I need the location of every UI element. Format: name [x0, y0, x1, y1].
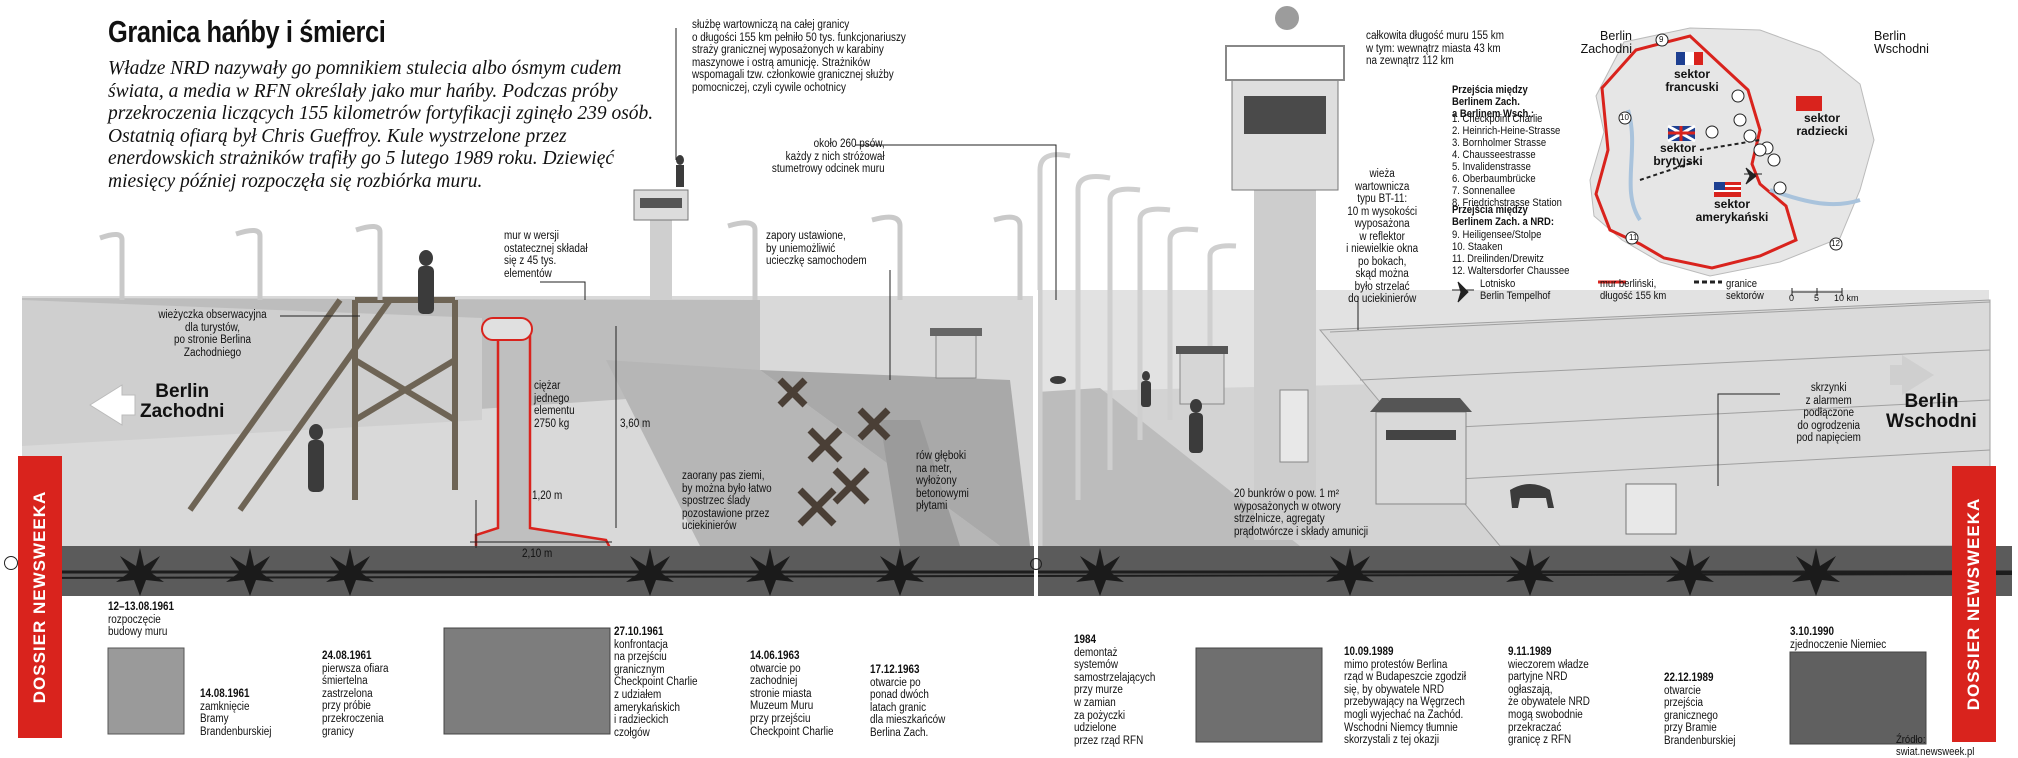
lamps-right [1037, 152, 1237, 546]
label-plowed-strip: zaorany pas ziemi, by można było łatwo s… [682, 470, 772, 532]
scale-0: 0 [1789, 293, 1795, 303]
dimension-lines [470, 326, 617, 548]
berlin-map [1589, 27, 1875, 277]
crossings-west-title: Przejścia między Berlinem Zach. a Berlin… [1452, 84, 1535, 120]
map-label-west: Berlin Zachodni [1580, 29, 1632, 56]
crossings-west-list: 1. Checkpoint Charlie 2. Heinrich-Heine-… [1452, 113, 1581, 209]
observation-platform [187, 297, 458, 512]
crossing-item: 11. Dreilinden/Drewitz [1452, 253, 1544, 265]
label-car-barriers: zapory ustawione, by uniemożliwić uciecz… [766, 230, 867, 267]
source-credit: Źródło: swiat.newsweek.pl [1896, 734, 1975, 758]
photo-1989-trains [1195, 647, 1323, 743]
people-right [1050, 371, 1554, 508]
crossing-item: 6. Oberbaumbrücke [1452, 173, 1536, 185]
crossing-item: 8. Friedrichstrasse Station [1452, 197, 1562, 209]
label-guards: służbę wartowniczą na całej granicy o dł… [692, 19, 906, 94]
bt11-tower [1225, 6, 1345, 540]
intro-text: Władze NRD nazywały go pomnikiem stuleci… [108, 58, 654, 192]
crossing-item: 10. Staaken [1452, 241, 1503, 253]
map-marker: 12 [1831, 239, 1840, 248]
label-alarm-boxes: skrzynki z alarmem podłączone do ogrodze… [1796, 382, 1861, 444]
map-sector-british: sektor brytyjski [1653, 141, 1703, 168]
crossing-item: 2. Heinrich-Heine-Strasse [1452, 125, 1561, 137]
label-dogs: około 260 psów, każdy z nich stróżował s… [771, 138, 885, 175]
arrow-east [1890, 355, 1934, 395]
ditch [880, 420, 960, 546]
bunker [1370, 398, 1472, 505]
crossing-item: 3. Bornholmer Strasse [1452, 137, 1547, 149]
label-element-weight: ciężar jednego elementu 2750 kg [534, 380, 575, 430]
alarm-box [1625, 483, 1677, 535]
photo-1990-celebration [1789, 651, 1927, 745]
label-total-length: całkowita długość muru 155 km w tym: wew… [1366, 30, 1504, 67]
barbed-knots [116, 548, 1840, 596]
scale-5: 5 [1814, 293, 1820, 303]
map-marker: 9 [1659, 35, 1664, 44]
legend-borders: granice sektorów [1726, 278, 1764, 302]
dossier-badge-left: DOSSIER NEWSWEEKA [18, 456, 62, 738]
crossing-item: 1. Checkpoint Charlie [1452, 113, 1543, 125]
crossing-item: 12. Waltersdorfer Chaussee [1452, 265, 1570, 277]
label-berlin-east: Berlin Wschodni [1886, 391, 1977, 432]
crossings-nrd-title: Przejścia między Berlinem Zach. a NRD: [1452, 204, 1554, 228]
legend-airport: Lotnisko Berlin Tempelhof [1480, 278, 1551, 302]
crossing-item: 5. Invalidenstrasse [1452, 161, 1531, 173]
registration-mark-left [4, 556, 18, 570]
small-watchtower-left [633, 189, 689, 300]
label-total-width: 2,10 m [522, 548, 553, 560]
label-height: 3,60 m [620, 418, 651, 430]
label-ditch: rów głęboki na metr, wyłożony betonowymi… [916, 450, 969, 512]
label-watchtower: wieża wartownicza typu BT-11: 10 m wysok… [1346, 168, 1419, 305]
crossing-item: 7. Sonnenallee [1452, 185, 1516, 197]
patrol-road [1037, 388, 1300, 546]
legend-wall: mur berliński, długość 155 km [1600, 278, 1667, 302]
map-sector-french: sektor francuski [1665, 67, 1719, 94]
page-title: Granica hańby i śmierci [108, 14, 386, 49]
dossier-badge-right: DOSSIER NEWSWEEKA [1952, 466, 1996, 742]
photo-checkpoint-charlie [443, 627, 611, 735]
label-wall-version: mur w wersji ostatecznej składał się z 4… [504, 230, 588, 280]
crossing-item: 9. Heiligensee/Stolpe [1452, 229, 1542, 241]
label-observation-tower: wieżyczka obserwacyjna dla turystów, po … [158, 309, 267, 359]
airport-icon [1452, 281, 1474, 303]
map-sector-american: sektor amerykański [1695, 197, 1769, 224]
map-scale [1791, 288, 1843, 296]
map-label-east: Berlin Wschodni [1874, 29, 1929, 56]
map-marker: 10 [1620, 113, 1629, 122]
tank-traps [777, 377, 891, 527]
registration-mark-center [1030, 558, 1042, 570]
label-bunkers: 20 bunkrów o pow. 1 m² wyposażonych w ot… [1234, 488, 1369, 538]
photo-1961-construction [107, 647, 185, 735]
label-berlin-west: Berlin Zachodni [140, 381, 225, 422]
arrow-west [89, 384, 136, 426]
map-marker: 11 [1629, 233, 1638, 242]
scale-10: 10 km [1834, 293, 1859, 303]
crossings-nrd-list: 9. Heiligensee/Stolpe 10. Staaken 11. Dr… [1452, 229, 1581, 277]
label-base-width: 1,20 m [532, 490, 563, 502]
map-sector-soviet: sektor radziecki [1796, 111, 1848, 138]
crossing-item: 4. Chausseestrasse [1452, 149, 1536, 161]
people-left [308, 155, 684, 492]
lamps-left [99, 214, 1023, 300]
leader-lines [280, 28, 1780, 486]
